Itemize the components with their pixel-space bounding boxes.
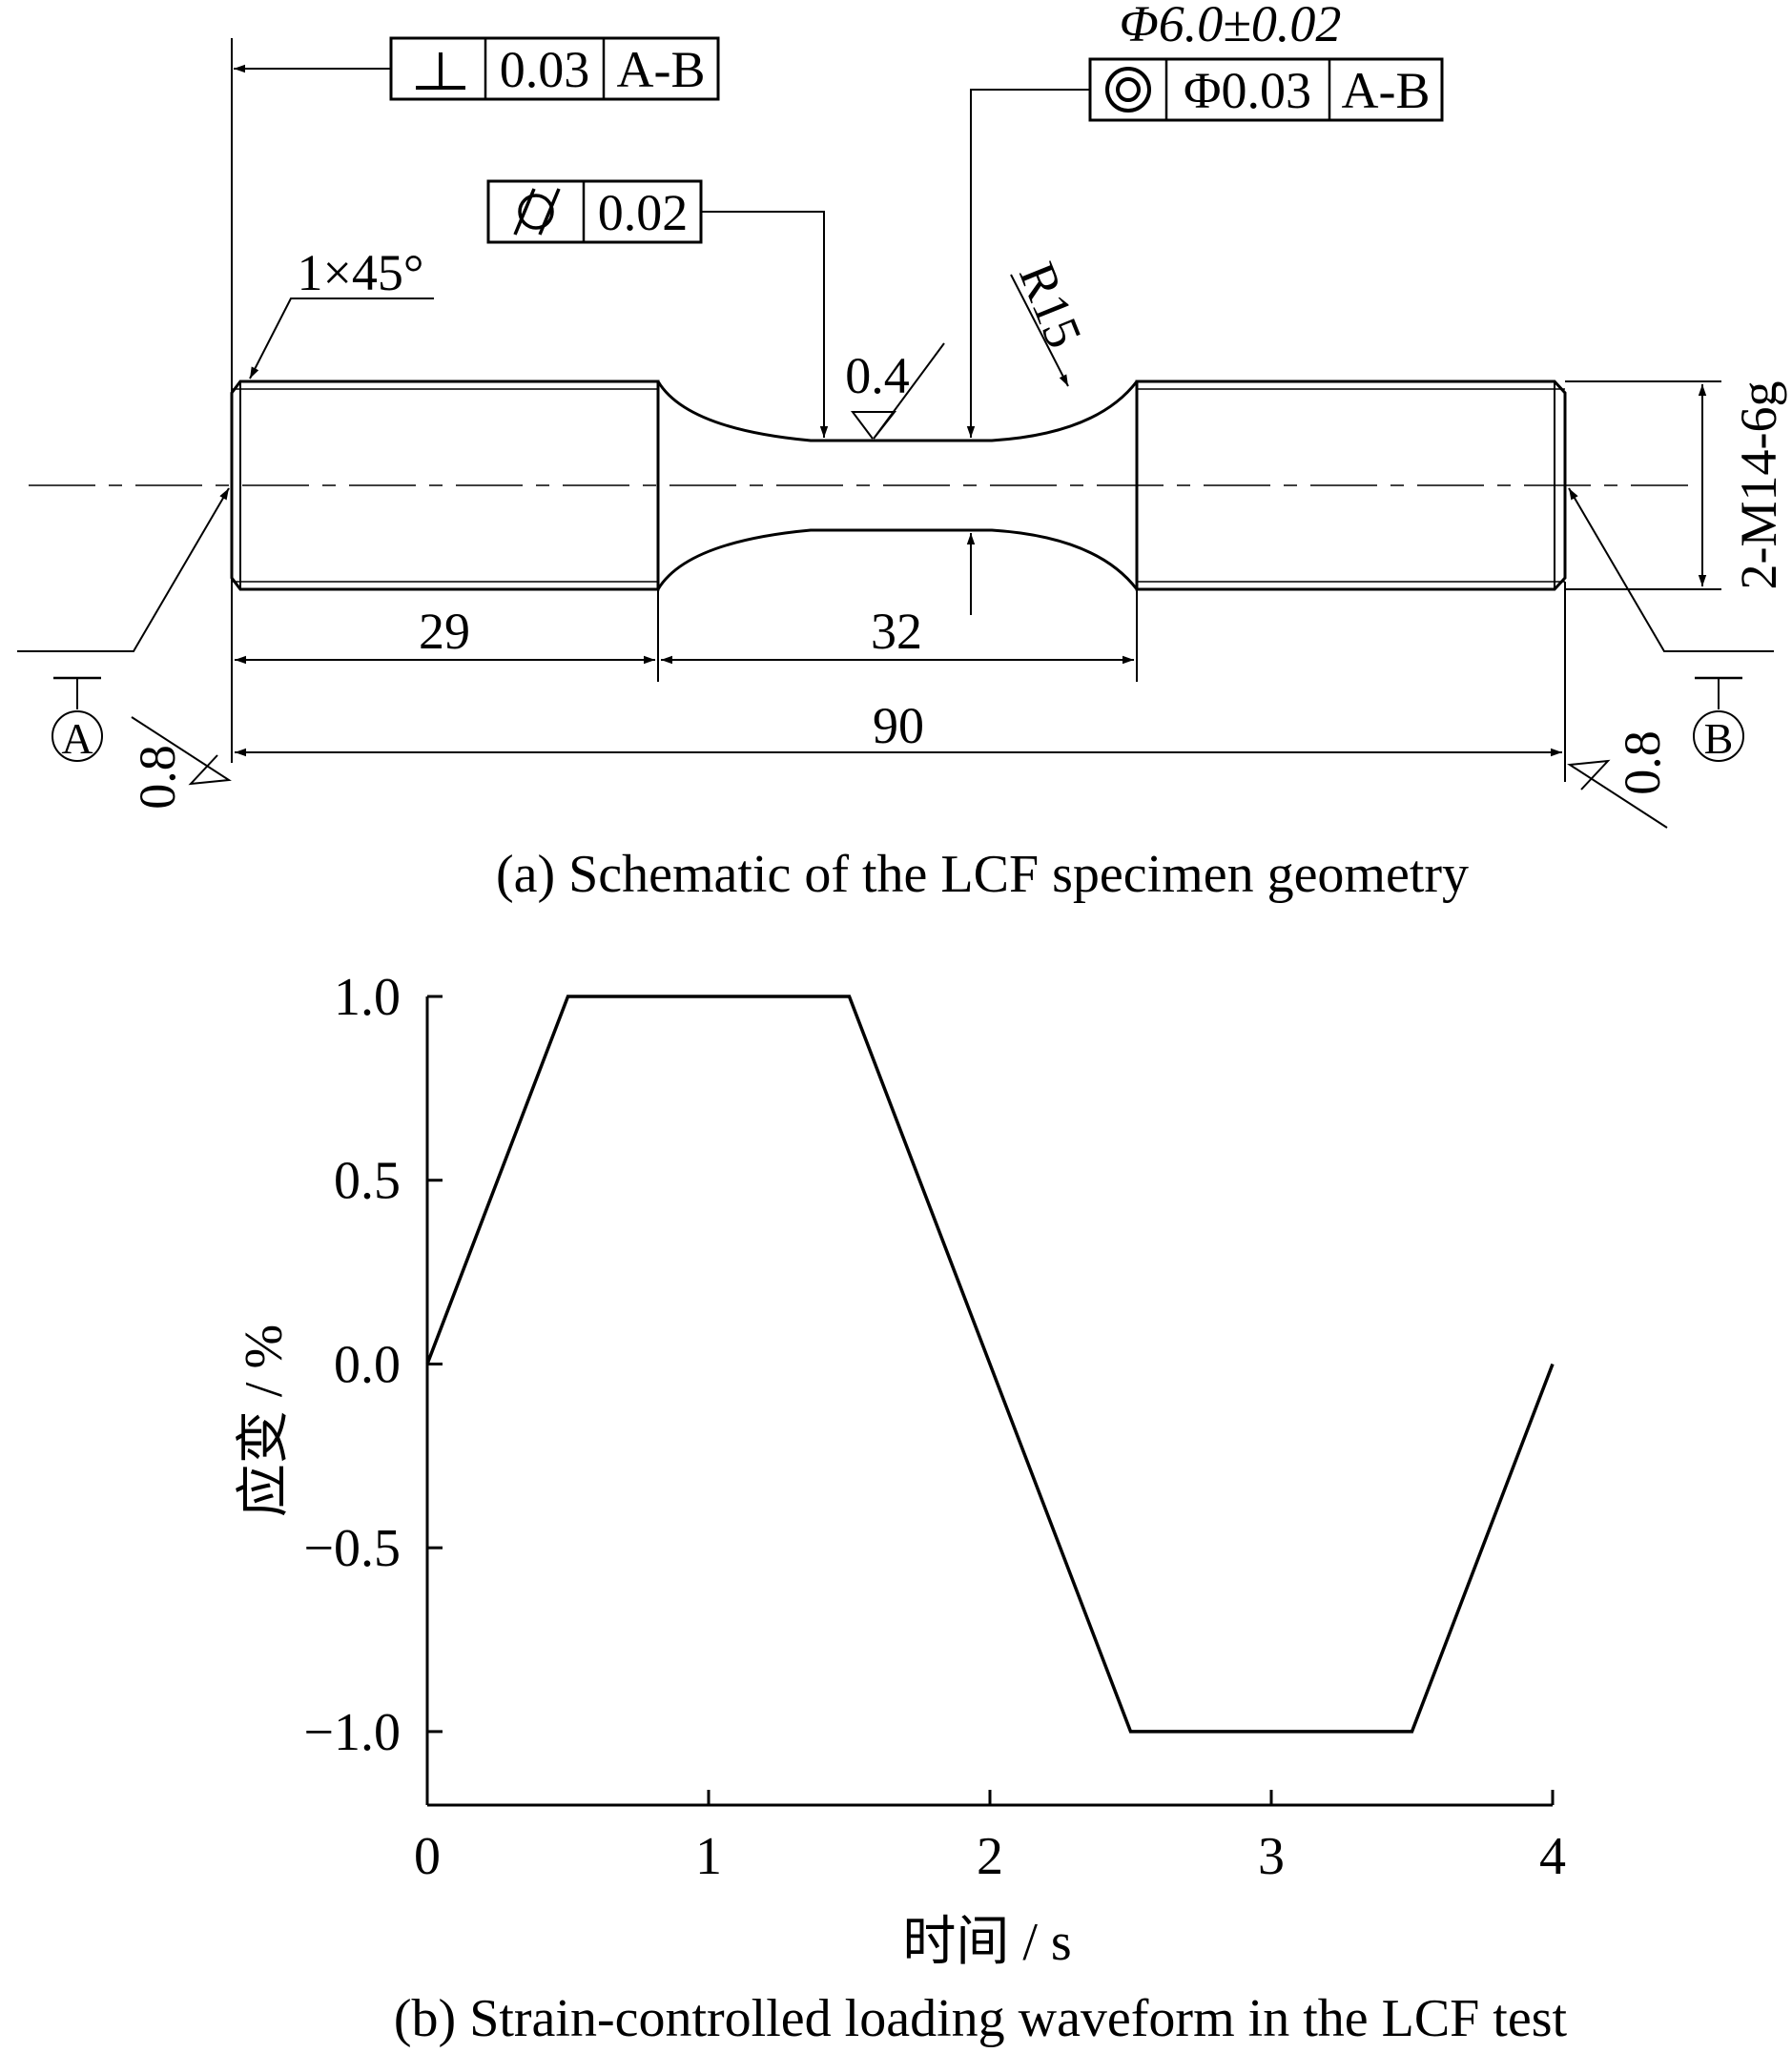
gauge-roughness-label: 0.4: [845, 347, 910, 404]
thread-label: 2-M14-6g: [1730, 381, 1787, 590]
drawing-labels: 0.03 A-B Φ6.0±0.02 Φ0.03 A-B 0.02 1×45° …: [61, 0, 1787, 904]
strain-waveform-line: [425, 995, 1555, 1734]
y-tick-label: −0.5: [303, 1519, 401, 1578]
specimen-drawing: [17, 36, 1774, 829]
datum-b-label: B: [1704, 714, 1734, 763]
radius-label: R15: [1008, 255, 1093, 356]
x-tick-label: 0: [414, 1827, 441, 1886]
concentricity-diameter: Φ6.0±0.02: [1120, 0, 1342, 52]
y-tick-label: 1.0: [334, 968, 401, 1027]
x-axis-label: 时间 / s: [902, 1913, 1071, 1972]
chart-series: [425, 995, 1555, 1734]
perpendicularity-datum: A-B: [617, 41, 706, 98]
x-tick-label: 1: [695, 1827, 722, 1886]
dimension-29: 29: [419, 603, 470, 660]
concentricity-value: Φ0.03: [1184, 62, 1311, 119]
datum-a-label: A: [61, 714, 93, 763]
y-axis-label: 应变 / %: [235, 1324, 294, 1517]
caption-b: (b) Strain-controlled loading waveform i…: [394, 1989, 1568, 2048]
x-tick-label: 4: [1539, 1827, 1566, 1886]
gauge-section-bottom: [656, 528, 1139, 590]
concentricity-datum: A-B: [1342, 62, 1431, 119]
chart-axes: [425, 996, 1553, 1807]
x-tick-label: 3: [1258, 1827, 1285, 1886]
y-tick-label: 0.0: [334, 1335, 401, 1394]
gauge-section-top: [656, 380, 1139, 442]
x-tick-label: 2: [977, 1827, 1003, 1886]
roughness-left-label: 0.8: [129, 745, 186, 810]
concentricity-icon: [1105, 67, 1151, 113]
cylindricity-icon: [518, 194, 554, 230]
y-tick-label: −1.0: [303, 1703, 401, 1762]
dimension-32: 32: [871, 603, 922, 660]
dimension-90: 90: [873, 697, 924, 754]
caption-a: (a) Schematic of the LCF specimen geomet…: [496, 845, 1469, 904]
chamfer-label: 1×45°: [297, 244, 423, 301]
waveform-chart: 0 1 2 3 4 1.0 0.5 0.0 −0.5 −1.0 时间 / s 应变 / % (b)…: [235, 968, 1568, 2048]
chart-ticks: 0 1 2 3 4 1.0 0.5 0.0 −0.5 −1.0: [303, 968, 1566, 1886]
y-tick-label: 0.5: [334, 1152, 401, 1211]
cylindricity-value: 0.02: [598, 184, 689, 241]
roughness-right-label: 0.8: [1614, 730, 1671, 795]
perpendicularity-value: 0.03: [500, 41, 590, 98]
